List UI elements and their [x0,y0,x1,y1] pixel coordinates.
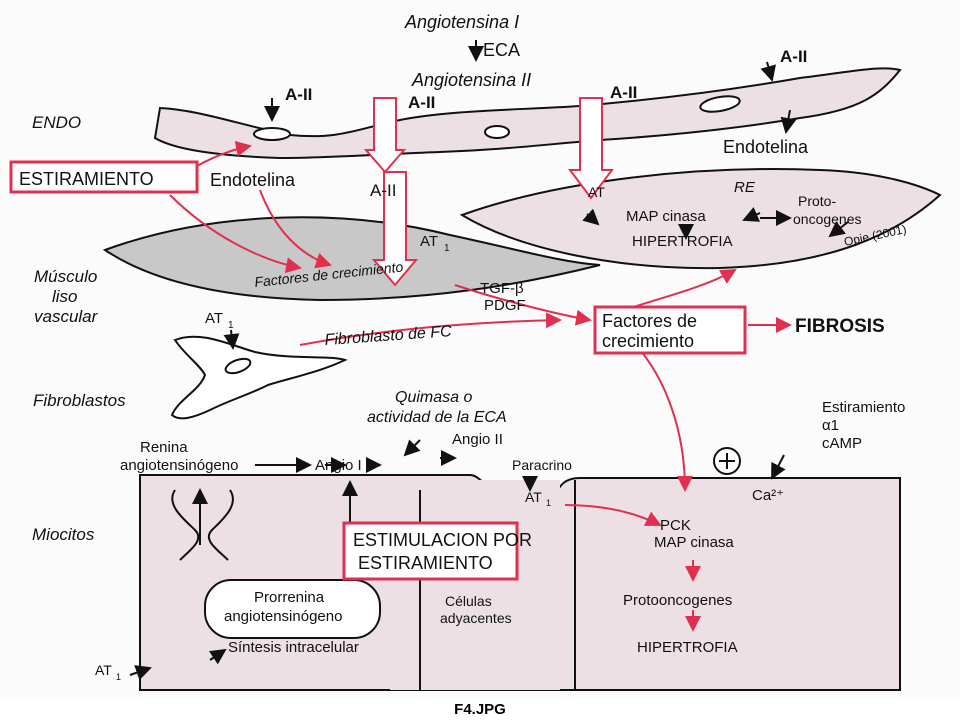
prorrenina-line2: angiotensinógeno [224,608,342,625]
endotelina-left-label: Endotelina [210,170,296,190]
aii-label-3: A-II [610,83,637,102]
aii-label-1: A-II [285,85,312,104]
at1-paracrino-label: AT [525,489,542,505]
musculo-label: Músculo [34,267,97,286]
aii-label-4: A-II [780,47,807,66]
prorrenina-line1: Prorrenina [254,589,325,606]
estiramiento-label: ESTIRAMIENTO [19,169,154,189]
map-cinasa-bottom-label: MAP cinasa [654,534,734,551]
protooncogenes-bottom-label: Protooncogenes [623,592,732,609]
tgf-beta-label: TGF-β [480,280,524,297]
angio-ii-label: Angio II [452,431,503,448]
liso-label: liso [52,287,78,306]
at1-muscle-sub: 1 [444,243,450,254]
fibroblastos-label: Fibroblastos [33,391,126,410]
celulas-line1: Células [445,593,492,609]
angio-i-label: Angio I [315,457,362,474]
at1-right-label: AT [588,184,605,200]
estimulacion-line2: ESTIRAMIENTO [358,553,493,573]
hypertrophy-cell-shape [459,168,942,270]
renina-line2: angiotensinógeno [120,457,238,474]
sintesis-label: Síntesis intracelular [228,639,359,656]
figure-caption: F4.JPG [454,701,506,718]
factores-box-line1: Factores de [602,311,697,331]
estiramiento-alpha-line2: α1 [822,417,839,434]
fibroblast-shape [170,335,348,420]
miocitos-label: Miocitos [32,525,95,544]
at1-fibroblast-label: AT [205,310,223,327]
estiramiento-alpha-line3: cAMP [822,435,862,452]
angiotensin-1-label: Angiotensina I [404,12,519,32]
at1-paracrino-sub: 1 [546,498,551,508]
re-label: RE [734,179,756,196]
factores-box-line2: crecimiento [602,331,694,351]
fibrosis-label: FIBROSIS [795,316,885,337]
quimasa-line2: actividad de la ECA [367,409,507,426]
hipertrofia-bottom-label: HIPERTROFIA [637,639,738,656]
aii-vertical-label: A-II [370,181,396,200]
quimasa-line1: Quimasa o [395,389,472,406]
endo-label: ENDO [32,113,81,132]
hipertrofia-right-label: HIPERTROFIA [632,233,733,250]
protooncogenes-right-line2: oncogenes [793,211,862,227]
endotelina-right-label: Endotelina [723,137,809,157]
paracrino-label: Paracrino [512,457,572,473]
ca2-label: Ca²⁺ [752,487,784,504]
aii-label-2: A-II [408,93,435,112]
protooncogenes-right-line1: Proto- [798,193,836,209]
at1-bottom-sub: 1 [116,672,121,682]
celulas-line2: adyacentes [440,610,512,626]
at1-bottom-label: AT [95,662,112,678]
estimulacion-line1: ESTIMULACION POR [353,530,532,550]
smooth-muscle-shape [102,216,601,302]
estiramiento-alpha-line1: Estiramiento [822,399,905,416]
map-cinasa-right-label: MAP cinasa [626,208,706,225]
angiotensin-2-label: Angiotensina II [411,70,531,90]
renina-line1: Renina [140,439,188,456]
caption-bar [0,700,960,720]
eca-label: ECA [483,40,520,60]
pck-label: PCK [660,517,691,534]
pdgf-label: PDGF [484,297,526,314]
at1-muscle-label: AT [420,233,438,250]
at1-fibroblast-sub: 1 [228,320,234,331]
vascular-label: vascular [34,307,99,326]
